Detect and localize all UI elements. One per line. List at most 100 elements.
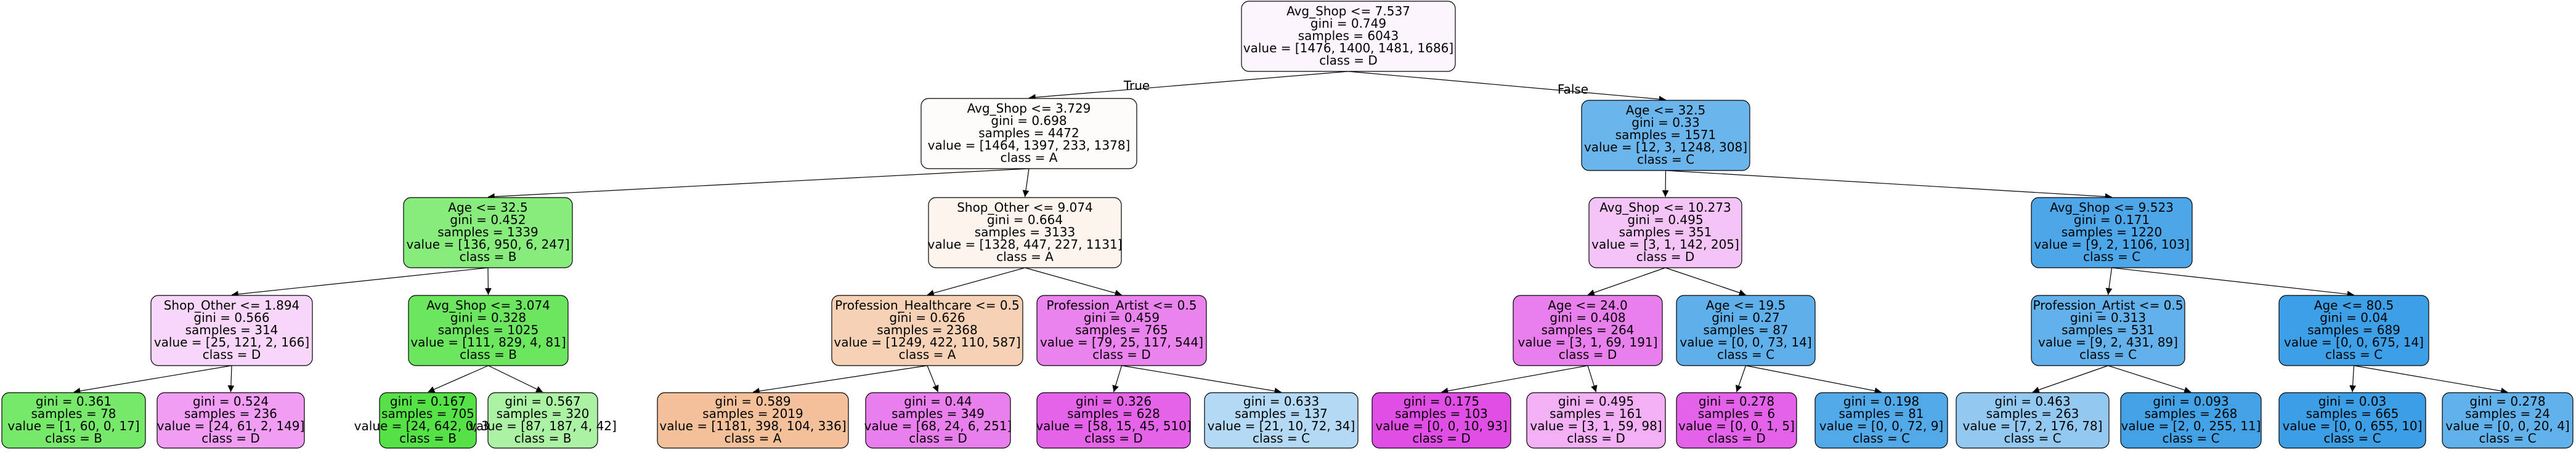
node-text-line: class = D: [1707, 431, 1766, 446]
node-text-line: samples = 263: [1986, 406, 2079, 421]
node-text-line: Profession_Artist <= 0.5: [1047, 298, 1197, 313]
edge-n1-n4: [1022, 168, 1030, 198]
node-text-line: samples = 1025: [438, 323, 539, 337]
node-text-line: class = C: [2162, 431, 2219, 446]
node-text-line: value = [3, 1, 59, 98]: [1530, 419, 1662, 433]
node-text-line: class = C: [2079, 347, 2137, 362]
node-text-line: samples = 1220: [2062, 225, 2163, 239]
node-text-line: class = D: [1092, 347, 1151, 362]
node-text-line: samples = 628: [1067, 406, 1160, 421]
node-text-line: gini = 0.198: [1843, 394, 1919, 409]
edge-n3-n8: [484, 267, 492, 295]
node-text-line: class = C: [1637, 152, 1694, 167]
node-text-line: class = B: [460, 249, 517, 264]
node-text-line: gini = 0.589: [715, 394, 790, 409]
node-box: [2031, 197, 2193, 268]
node-text-line: class = D: [909, 431, 967, 446]
node-text-line: class = D: [1567, 431, 1625, 446]
node-text-line: gini = 0.03: [2318, 394, 2387, 409]
node-text-line: class = D: [1412, 431, 1471, 446]
node-text-line: gini = 0.44: [904, 394, 972, 409]
node-text-line: gini = 0.626: [889, 310, 965, 325]
node-text-line: value = [9, 2, 1106, 103]: [2034, 237, 2189, 252]
node-box: [379, 392, 477, 449]
node-text-line: value = [12, 3, 1248, 308]: [1584, 140, 1747, 154]
node-text-line: gini = 0.567: [505, 394, 580, 409]
node-text-line: class = B: [45, 431, 102, 446]
node-box: [2278, 295, 2429, 366]
node-text-line: samples = 24: [2465, 406, 2550, 421]
edge-n11-l9: [1441, 365, 1588, 395]
node-text-line: gini = 0.566: [193, 310, 269, 325]
node-text-line: gini = 0.452: [450, 212, 526, 227]
node-text-line: gini = 0.495: [1627, 212, 1703, 227]
node-text-line: samples = 87: [1703, 323, 1788, 337]
node-text-line: class = D: [203, 347, 261, 362]
node-text-line: Shop_Other <= 9.074: [957, 200, 1093, 215]
edge-root-n2: [1348, 71, 1666, 103]
node-box: [1581, 100, 1750, 171]
edge-n6-n13: [2105, 267, 2113, 295]
edge-n14-l16: [2354, 365, 2508, 395]
node-box: [2031, 295, 2185, 366]
node-text-line: samples = 2019: [702, 406, 803, 421]
node-text-line: class = B: [460, 347, 517, 362]
node-text-line: value = [0, 0, 1, 5]: [1678, 419, 1795, 433]
node-text-line: Age <= 32.5: [448, 200, 527, 215]
node-box: [1676, 295, 1816, 366]
node-text-line: Avg_Shop <= 9.523: [2050, 200, 2174, 215]
node-text-line: value = [1328, 447, 227, 1131]: [928, 237, 1123, 252]
node-text-line: value = [0, 0, 20, 4]: [2445, 419, 2569, 433]
node-text-line: samples = 1339: [437, 225, 538, 239]
node-text-line: Shop_Other <= 1.894: [164, 298, 300, 313]
node-text-line: value = [1476, 1400, 1481, 1686]: [1243, 41, 1453, 55]
edge-n1-n3: [487, 168, 1030, 200]
node-box: [1513, 295, 1663, 366]
node-text-line: Avg_Shop <= 3.074: [426, 298, 550, 313]
edge-n9-l5: [752, 365, 928, 395]
node-text-line: class = C: [1717, 347, 1774, 362]
node-text-line: samples = 264: [1542, 323, 1635, 337]
node-text-line: gini = 0.27: [1712, 310, 1780, 325]
node-text-line: value = [136, 950, 6, 247]: [406, 237, 569, 252]
node-text-line: samples = 137: [1235, 406, 1328, 421]
node-text-line: value = [3, 1, 69, 191]: [1518, 335, 1658, 350]
node-text-line: Age <= 24.0: [1548, 298, 1627, 313]
node-text-line: Age <= 19.5: [1706, 298, 1786, 313]
node-text-line: Avg_Shop <= 7.537: [1286, 4, 1410, 18]
node-text-line: samples = 236: [184, 406, 277, 421]
node-text-line: value = [0, 0, 655, 10]: [2283, 419, 2423, 433]
node-text-line: gini = 0.04: [2320, 310, 2388, 325]
node-text-line: gini = 0.326: [1076, 394, 1152, 409]
node-text-line: gini = 0.175: [1404, 394, 1479, 409]
edge-n3-n7: [231, 267, 489, 298]
edge-n2-n6: [1665, 170, 2112, 200]
node-box: [1588, 197, 1742, 268]
node-box: [920, 98, 1137, 169]
edge-n10-l8: [1121, 365, 1282, 395]
edge-root-n1: [1028, 71, 1349, 101]
node-text-line: class = C: [2083, 249, 2140, 264]
node-text-line: value = [24, 642, 0, 39]: [354, 419, 502, 433]
node-text-line: value = [25, 121, 2, 166]: [154, 335, 309, 350]
node-text-line: value = [87, 187, 4, 42]: [469, 419, 617, 433]
node-box: [2442, 392, 2574, 449]
node-text-line: samples = 2368: [877, 323, 978, 337]
node-box: [1036, 295, 1207, 366]
node-box: [1241, 1, 1456, 72]
